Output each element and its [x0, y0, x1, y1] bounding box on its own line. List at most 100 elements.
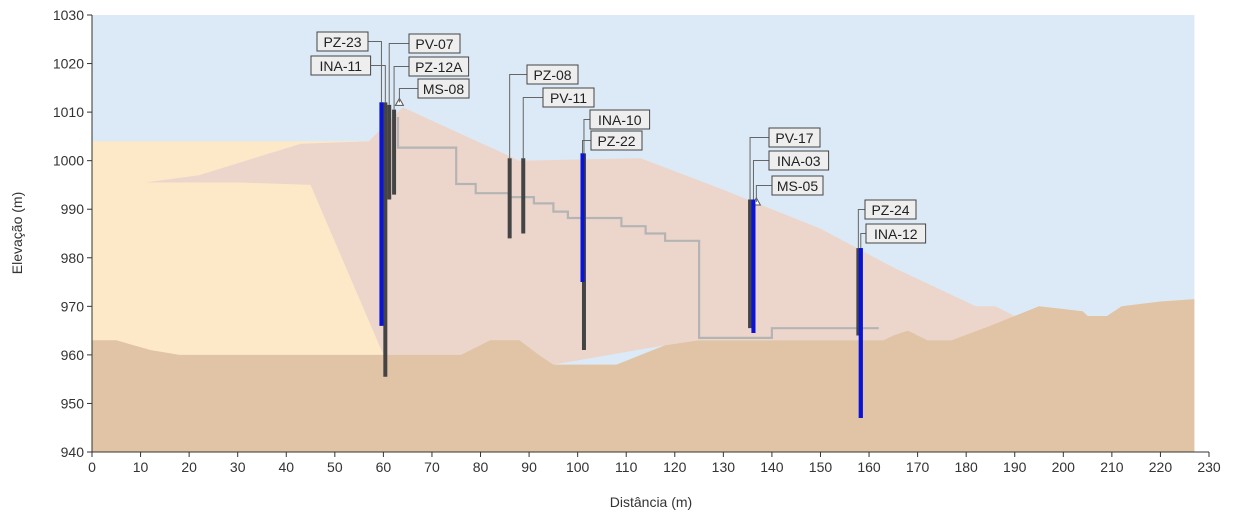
- x-tick-label: 160: [857, 459, 881, 475]
- x-tick-label: 80: [473, 459, 489, 475]
- x-tick-label: 90: [521, 459, 537, 475]
- leader-line: [755, 185, 772, 202]
- x-tick-label: 130: [712, 459, 736, 475]
- leader-line: [857, 209, 865, 249]
- label-text: INA-10: [598, 112, 642, 128]
- leader-line: [582, 140, 591, 154]
- leader-line: [368, 41, 382, 103]
- x-tick-label: 220: [1149, 459, 1173, 475]
- label-box: [768, 150, 830, 171]
- x-tick-label: 120: [663, 459, 687, 475]
- label-box: [590, 130, 643, 151]
- y-tick-label: 970: [61, 298, 85, 314]
- fill-zone: [92, 141, 384, 355]
- x-tick-label: 0: [88, 459, 96, 475]
- label-text: PZ-22: [597, 133, 635, 149]
- label-text: PZ-08: [533, 67, 571, 83]
- x-tick-label: 200: [1052, 459, 1076, 475]
- y-tick-label: 940: [61, 444, 85, 460]
- leader-line: [398, 88, 418, 103]
- label-box: [768, 127, 821, 148]
- label-text: PZ-12A: [415, 59, 463, 75]
- y-axis-title: Elevação (m): [9, 192, 25, 274]
- x-tick-label: 70: [424, 459, 440, 475]
- instrument-label-ina-03: INA-03: [752, 150, 830, 200]
- x-tick-label: 180: [954, 459, 978, 475]
- label-box: [316, 31, 369, 52]
- label-text: MS-05: [777, 178, 818, 194]
- x-tick-label: 110: [615, 459, 638, 475]
- y-tick-label: 950: [61, 395, 85, 411]
- leader-line: [393, 66, 409, 110]
- x-axis-title: Distância (m): [610, 494, 692, 510]
- x-tick-label: 170: [906, 459, 930, 475]
- y-tick-label: 1030: [53, 7, 84, 23]
- water-level-line: [396, 117, 879, 339]
- y-tick-label: 1000: [53, 153, 84, 169]
- label-text: PZ-23: [323, 34, 361, 50]
- leader-line: [749, 137, 769, 200]
- leader-line: [388, 43, 409, 105]
- x-tick-label: 100: [566, 459, 590, 475]
- instrument-label-pv-07: PV-07: [388, 33, 461, 105]
- instrument-label-pz-24: PZ-24: [857, 199, 917, 249]
- leader-line: [860, 233, 866, 249]
- y-tick-label: 980: [61, 250, 85, 266]
- instrument-label-pz-08: PZ-08: [509, 64, 579, 159]
- label-box: [542, 87, 595, 108]
- instrument-label-pz-23: PZ-23: [316, 31, 382, 103]
- label-box: [417, 78, 470, 99]
- x-tick-label: 40: [278, 459, 294, 475]
- x-tick-label: 50: [327, 459, 343, 475]
- x-tick-label: 10: [133, 459, 149, 475]
- label-text: PV-11: [550, 90, 587, 106]
- instrument-label-ms-05: MS-05: [755, 175, 824, 202]
- y-tick-label: 960: [61, 347, 85, 363]
- x-tick-label: 20: [181, 459, 197, 475]
- leader-line: [752, 160, 769, 200]
- instrument-label-ina-11: INA-11: [310, 55, 386, 103]
- x-tick-label: 140: [760, 459, 784, 475]
- label-text: PZ-24: [871, 202, 909, 218]
- foundation: [92, 299, 1195, 452]
- x-tick-label: 60: [376, 459, 392, 475]
- y-tick-label: 1020: [53, 56, 84, 72]
- label-text: PV-07: [415, 36, 453, 52]
- label-text: MS-08: [423, 81, 464, 97]
- leader-line: [583, 119, 590, 154]
- instrument-label-pz-22: PZ-22: [582, 130, 643, 154]
- leader-line: [509, 74, 527, 159]
- leader-line: [370, 65, 386, 103]
- terrain-layers: [92, 15, 1195, 452]
- x-tick-label: 210: [1100, 459, 1124, 475]
- label-box: [864, 199, 917, 220]
- instrument-label-pv-17: PV-17: [749, 127, 821, 200]
- label-box: [408, 33, 461, 54]
- y-tick-label: 1010: [53, 104, 84, 120]
- label-box: [408, 56, 470, 77]
- label-box: [526, 64, 579, 85]
- x-tick-label: 150: [809, 459, 833, 475]
- label-box: [589, 109, 651, 130]
- label-box: [771, 175, 824, 196]
- label-text: INA-12: [874, 226, 918, 242]
- instrument-label-ina-10: INA-10: [583, 109, 651, 154]
- label-box: [865, 223, 927, 244]
- label-text: PV-17: [775, 130, 813, 146]
- x-tick-label: 190: [1003, 459, 1027, 475]
- label-text: INA-03: [777, 153, 821, 169]
- label-box: [310, 55, 372, 76]
- leader-line: [522, 97, 543, 159]
- instrument-label-ms-08: MS-08: [398, 78, 470, 103]
- instrument-label-pv-11: PV-11: [522, 87, 595, 159]
- dam-body: [145, 107, 1015, 365]
- y-tick-label: 990: [61, 201, 85, 217]
- x-tick-label: 230: [1197, 459, 1221, 475]
- x-tick-label: 30: [230, 459, 246, 475]
- instrument-label-pz-12a: PZ-12A: [393, 56, 470, 110]
- label-text: INA-11: [320, 58, 363, 74]
- instrument-label-ina-12: INA-12: [860, 223, 927, 249]
